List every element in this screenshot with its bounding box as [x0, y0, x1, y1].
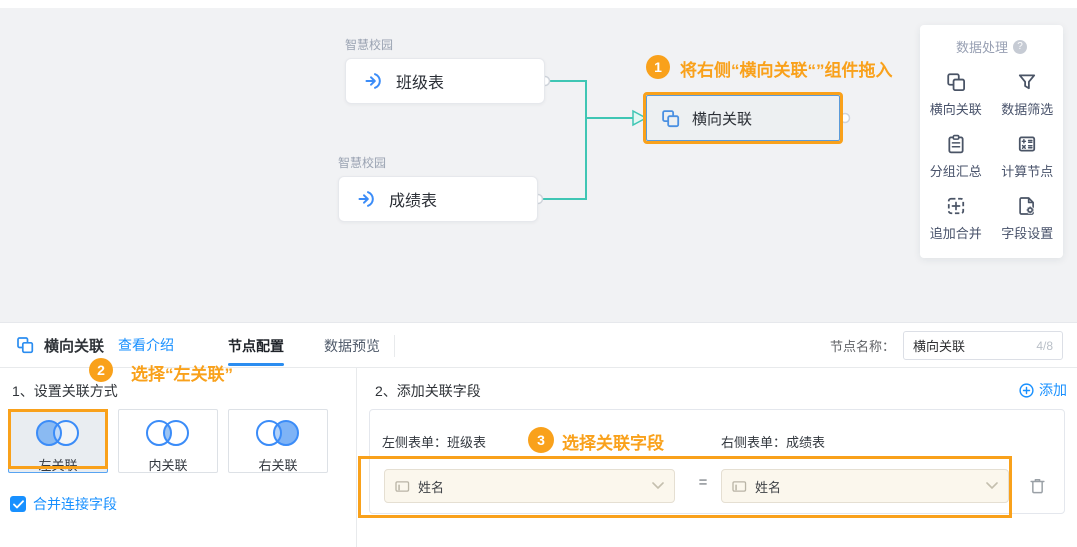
delete-row-button[interactable] — [1029, 477, 1049, 497]
annotation-3-badge: 3 — [528, 427, 554, 453]
left-field-value: 姓名 — [418, 479, 445, 495]
tab-node-config[interactable]: 节点配置 — [228, 323, 284, 368]
panel-tabs: 节点配置 数据预览 — [228, 323, 380, 368]
right-field-value: 姓名 — [755, 479, 782, 495]
node-config-panel: 横向关联 查看介绍 节点配置 数据预览 节点名称： 横向关联 4/8 2 选择“… — [0, 322, 1077, 547]
venn-left-join-icon — [36, 420, 79, 446]
node-name-input[interactable]: 横向关联 4/8 — [903, 331, 1063, 360]
right-form-label: 右侧表单：成绩表 — [721, 435, 826, 450]
filter-icon — [1019, 74, 1036, 90]
palette-title: 数据处理 — [955, 40, 1008, 55]
join-fields-heading: 2、添加关联字段 — [375, 383, 481, 399]
left-field-select[interactable]: 姓名 — [384, 469, 675, 503]
append-merge-icon — [947, 197, 964, 215]
field-mapping-box: 左侧表单：班级表 右侧表单：成绩表 3 选择关联字段 姓名 — [369, 409, 1065, 514]
join-option-left[interactable]: 左关联 — [8, 409, 108, 473]
input-table-icon — [358, 191, 374, 207]
join-option-label: 右关联 — [258, 458, 298, 473]
tab-data-preview[interactable]: 数据预览 — [324, 337, 380, 354]
join-option-right[interactable]: 右关联 — [228, 409, 328, 473]
node-score-table[interactable]: 成绩表 — [338, 176, 538, 222]
tool-label: 分组汇总 — [929, 164, 982, 179]
node-group-label: 智慧校园 — [338, 156, 387, 170]
help-icon[interactable]: ? — [1013, 39, 1027, 54]
chevron-down-icon — [652, 482, 664, 490]
char-counter: 4/8 — [1036, 338, 1053, 353]
connection-wires — [532, 75, 851, 205]
node-group-label: 智慧校园 — [345, 38, 394, 52]
header-divider — [394, 335, 395, 357]
tool-label: 追加合并 — [929, 226, 982, 241]
merge-fields-checkbox-row[interactable]: 合并连接字段 — [10, 494, 117, 514]
join-fields-section: 2、添加关联字段 添加 左侧表单：班级表 右侧表单：成绩表 3 选择关联字段 — [357, 368, 1077, 547]
merge-fields-label: 合并连接字段 — [33, 496, 117, 512]
tool-append-merge[interactable]: 追加合并 — [920, 188, 992, 250]
node-class-table[interactable]: 班级表 — [345, 58, 545, 104]
tool-group-summary[interactable]: 分组汇总 — [920, 126, 992, 188]
annotation-3-text: 选择关联字段 — [562, 434, 664, 453]
join-icon — [17, 337, 34, 354]
node-label: 横向关联 — [692, 110, 753, 128]
node-label: 班级表 — [396, 75, 445, 92]
panel-header: 横向关联 查看介绍 节点配置 数据预览 节点名称： 横向关联 4/8 — [0, 323, 1077, 368]
chevron-down-icon — [986, 482, 998, 490]
join-icon — [662, 109, 680, 127]
panel-title: 横向关联 — [44, 337, 105, 355]
right-field-select[interactable]: 姓名 — [721, 469, 1009, 503]
tool-horizontal-join[interactable]: 横向关联 — [920, 64, 992, 126]
group-summary-icon — [948, 134, 964, 154]
tool-data-filter[interactable]: 数据筛选 — [992, 64, 1064, 126]
equals-sign: = — [698, 474, 708, 491]
annotation-1-badge: 1 — [646, 55, 670, 79]
join-option-label: 内关联 — [148, 458, 188, 473]
tool-label: 字段设置 — [1001, 226, 1054, 241]
tool-label: 横向关联 — [929, 102, 982, 117]
join-option-inner[interactable]: 内关联 — [118, 409, 218, 473]
add-circle-icon — [1019, 382, 1034, 398]
node-horizontal-join[interactable]: 横向关联 — [643, 92, 843, 144]
trash-icon — [1030, 479, 1045, 494]
tool-label: 数据筛选 — [1001, 102, 1054, 117]
tool-field-settings[interactable]: 字段设置 — [992, 188, 1064, 250]
join-type-heading: 1、设置关联方式 — [12, 383, 118, 399]
field-settings-icon — [1019, 197, 1035, 215]
left-form-label: 左侧表单：班级表 — [382, 435, 487, 450]
venn-right-join-icon — [256, 420, 299, 446]
add-field-button[interactable]: 添加 — [1019, 380, 1067, 400]
join-option-label: 左关联 — [38, 458, 78, 473]
tool-label: 计算节点 — [1001, 164, 1054, 179]
join-icon — [947, 73, 965, 92]
arrowhead-icon — [632, 109, 648, 127]
annotation-2-text: 选择“左关联” — [131, 365, 233, 384]
input-table-icon — [365, 73, 381, 89]
node-label: 成绩表 — [389, 193, 438, 210]
node-name-label: 节点名称： — [829, 339, 895, 354]
text-field-icon — [732, 480, 747, 492]
calc-node-icon — [1019, 136, 1036, 152]
node-name-value: 横向关联 — [913, 339, 966, 354]
add-field-label: 添加 — [1039, 382, 1067, 398]
flow-canvas[interactable]: 智慧校园 班级表 智慧校园 成绩表 横向 — [0, 8, 1077, 322]
venn-inner-join-icon — [146, 420, 189, 446]
join-type-section: 2 选择“左关联” 1、设置关联方式 左关联 — [0, 358, 357, 547]
tool-calc-node[interactable]: 计算节点 — [992, 126, 1064, 188]
data-processing-palette: 数据处理 ? 横向关联 数据筛选 — [920, 25, 1063, 258]
view-intro-link[interactable]: 查看介绍 — [118, 337, 175, 353]
node-name-group: 节点名称： 横向关联 4/8 — [830, 331, 1063, 360]
text-field-icon — [395, 480, 410, 492]
checkbox-checked-icon[interactable] — [10, 496, 26, 512]
annotation-1-text: 将右侧“横向关联“”组件拖入 — [680, 61, 893, 80]
annotation-2-badge: 2 — [89, 358, 113, 382]
